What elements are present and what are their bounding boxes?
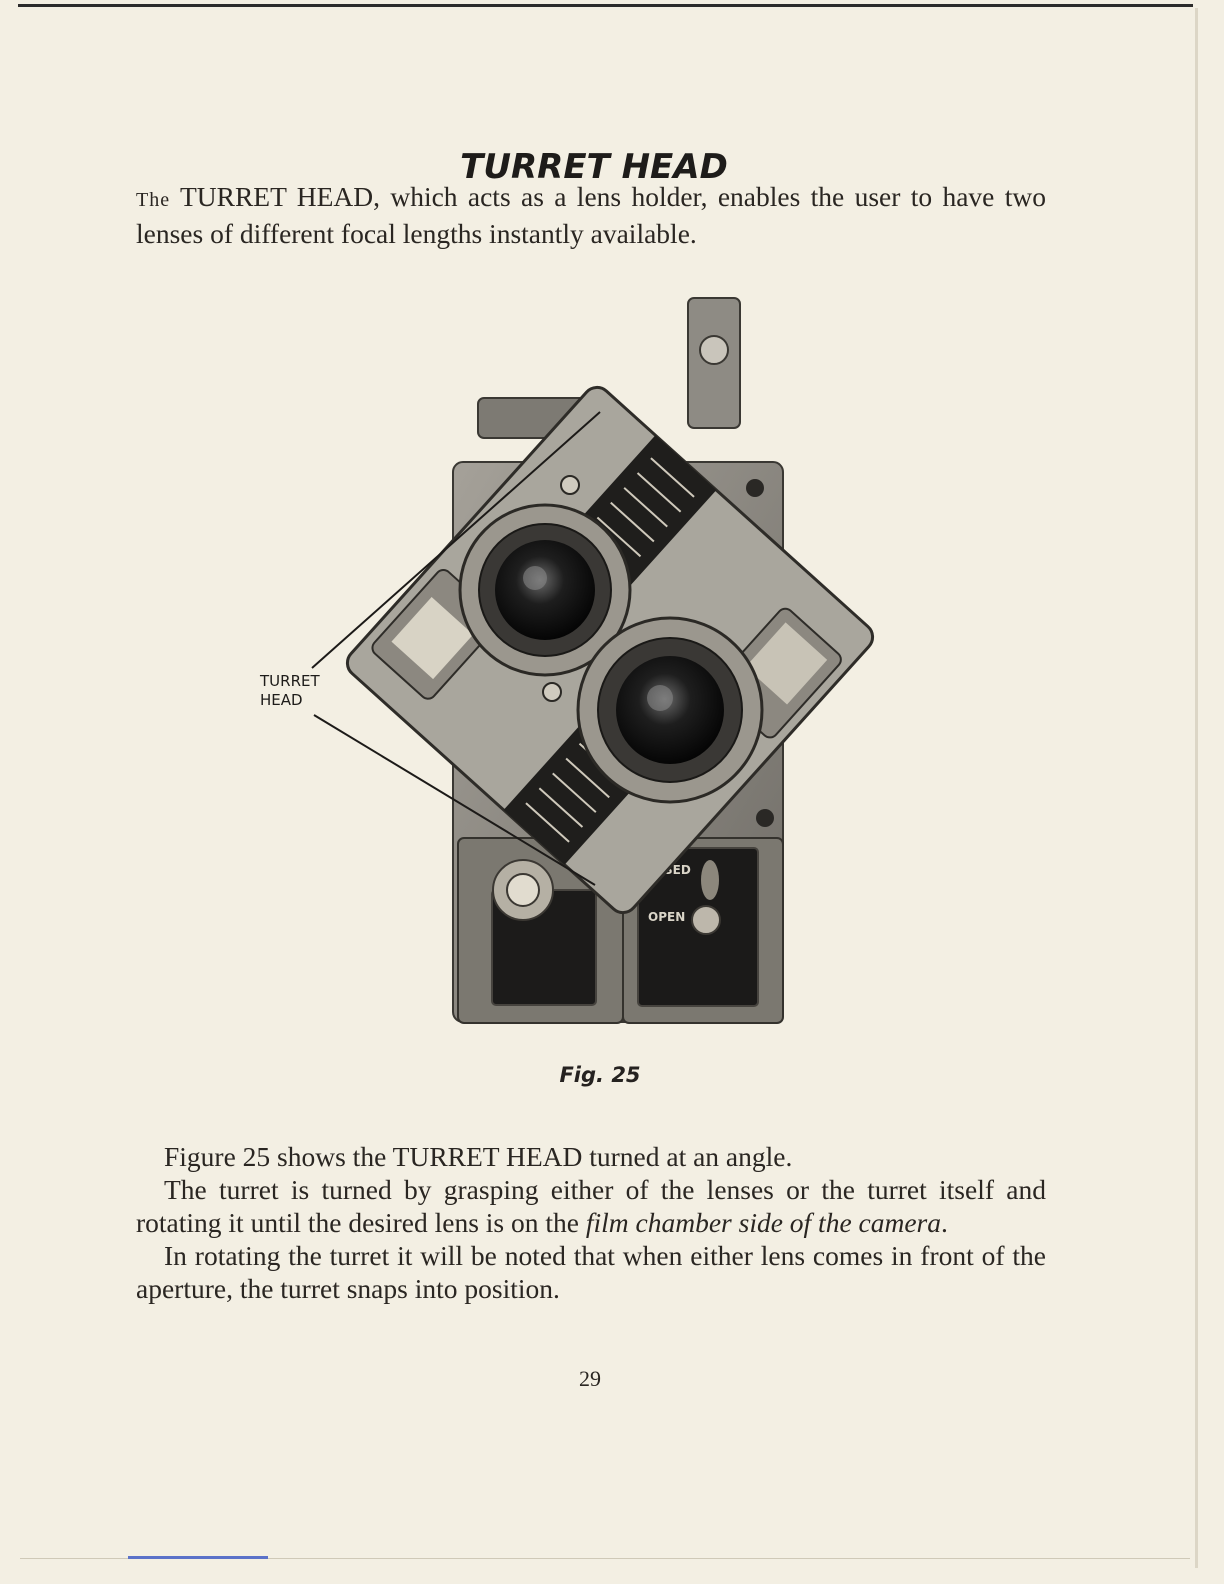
intro-paragraph: The TURRET HEAD, which acts as a lens ho… (136, 180, 1046, 250)
bottom-mark (128, 1556, 268, 1559)
paragraph-2-text: The turret is turned by grasping either … (136, 1174, 1046, 1238)
figure-caption: Fig. 25 (559, 1063, 641, 1087)
turret-head-label: TURRET HEAD (260, 672, 320, 709)
lock-knob-icon (691, 905, 721, 935)
bottom-rule (20, 1558, 1190, 1559)
lens-upper (458, 503, 632, 677)
camera-illustration: OPEN SED (311, 297, 875, 1024)
intro-lead-smallcaps: The (136, 189, 171, 211)
camera-figure: OPEN SED (240, 290, 960, 1050)
paragraph-2-end: . (941, 1207, 948, 1238)
body-text: Figure 25 shows the TURRET HEAD turned a… (136, 1140, 1046, 1305)
callout-line-upper (311, 411, 601, 669)
paragraph-3: In rotating the turret it will be noted … (136, 1240, 1046, 1304)
paragraph-2-emphasis: film chamber side of the camera (585, 1207, 941, 1238)
page-edge (1195, 8, 1198, 1568)
lens-lower (576, 616, 764, 804)
top-rule (18, 4, 1193, 7)
open-label: OPEN (648, 910, 685, 924)
page-number: 29 (579, 1366, 601, 1391)
callout-line-lower (313, 714, 596, 886)
paragraph-2: The turret is turned by grasping either … (136, 1173, 1046, 1239)
paragraph-1: Figure 25 shows the TURRET HEAD turned a… (164, 1141, 793, 1172)
intro-text: TURRET HEAD, which acts as a lens holder… (136, 181, 1046, 249)
page-title: TURRET HEAD (460, 146, 728, 187)
